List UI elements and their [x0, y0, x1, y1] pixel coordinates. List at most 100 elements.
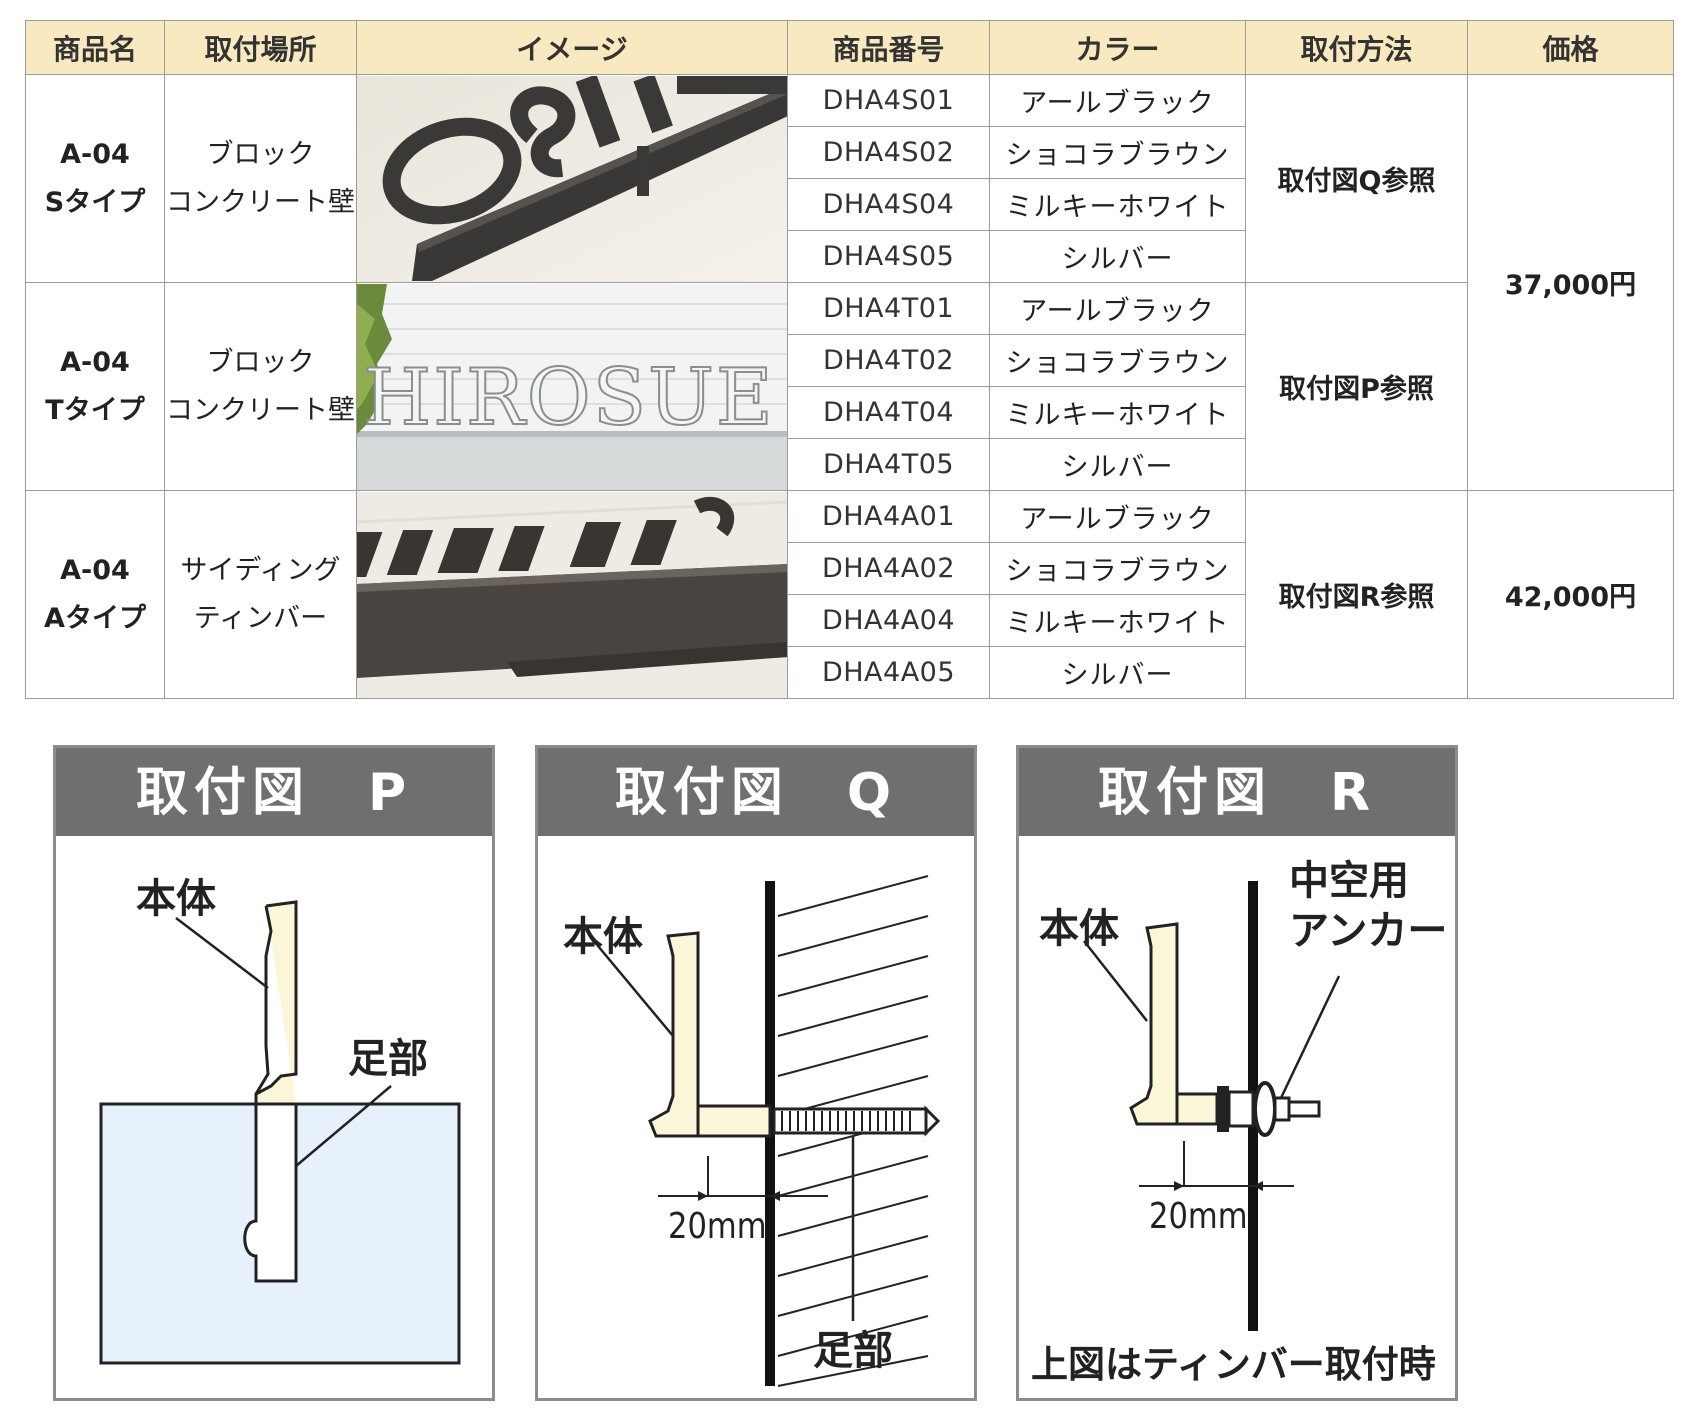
mount-location-a: サイディング ティンバー [164, 490, 357, 699]
table-row: DHA4S04 ミルキーホワイト [26, 178, 1674, 231]
product-name-line2: Aタイプ [44, 602, 146, 634]
mount-diagram-r: 取付図 R 本体 中空用 アンカー 20mm [1016, 745, 1458, 1401]
mount-location-line2: コンクリート壁 [166, 186, 355, 218]
product-name-t: A-04 Tタイプ [25, 282, 165, 491]
mount-location-s: ブロック コンクリート壁 [164, 74, 357, 283]
table-header-row: 商品名 取付場所 イメージ 商品番号 カラー 取付方法 価格 [25, 20, 1674, 75]
body-label: 本体 [1039, 906, 1119, 952]
header-price: 価格 [1467, 20, 1674, 75]
table-row: A-04 Aタイプ サイディング ティンバー [25, 490, 1674, 699]
body-label: 本体 [563, 914, 643, 960]
mounting-note: 上図はティンバー取付時 [1031, 1343, 1436, 1386]
diagram-p-drawing [99, 900, 461, 1365]
product-code: DHA4A01 [787, 490, 990, 543]
table-row: DHA4T05 シルバー [26, 438, 1674, 491]
header-product-code: 商品番号 [787, 20, 990, 75]
product-color: ミルキーホワイト [989, 178, 1246, 231]
header-mount-location: 取付場所 [164, 20, 357, 75]
mount-method-t: 取付図P参照 [1245, 282, 1468, 491]
product-color: ミルキーホワイト [989, 386, 1246, 439]
anchor-label-line1: 中空用 [1289, 858, 1409, 904]
panel-title: 取付図 R [1019, 748, 1455, 836]
body-label: 本体 [136, 876, 216, 922]
leg-part [772, 1107, 928, 1135]
product-name-a: A-04 Aタイプ [25, 490, 165, 699]
dimension-label: 20mm [1149, 1196, 1248, 1237]
mount-location-line1: ブロック [206, 347, 315, 379]
product-color: ショコラブラウン [989, 334, 1246, 387]
product-color: アールブラック [989, 490, 1246, 543]
sign-photo-s-type [357, 75, 787, 282]
mount-diagram-q: 取付図 Q [535, 745, 977, 1401]
product-code: DHA4S01 [787, 74, 990, 127]
product-code: DHA4A04 [787, 594, 990, 647]
body-part [648, 931, 700, 1138]
product-color: シルバー [989, 646, 1246, 699]
sign-photo-t-type: HIROSUE [357, 283, 787, 490]
product-color: アールブラック [989, 282, 1246, 335]
price-s-t: 37,000円 [1467, 74, 1674, 491]
header-mount-method: 取付方法 [1245, 20, 1468, 75]
mount-location-t: ブロック コンクリート壁 [164, 282, 357, 491]
panel-title: 取付図 Q [538, 748, 974, 836]
mount-method-a: 取付図R参照 [1245, 490, 1468, 699]
panel-body: 本体 足部 20mm [538, 836, 974, 1398]
product-color: シルバー [989, 230, 1246, 283]
leg-part [243, 1102, 298, 1283]
table-row: DHA4S05 シルバー [26, 230, 1674, 283]
header-color: カラー [989, 20, 1246, 75]
mount-location-line2: ティンバー [193, 602, 328, 634]
header-image: イメージ [356, 20, 788, 75]
product-name-s: A-04 Sタイプ [25, 74, 165, 283]
product-code: DHA4S04 [787, 178, 990, 231]
product-spec-table: 商品名 取付場所 イメージ 商品番号 カラー 取付方法 価格 A-04 Sタイプ… [25, 20, 1674, 699]
product-code: DHA4A05 [787, 646, 990, 699]
product-code: DHA4S05 [787, 230, 990, 283]
panel-body: 本体 足部 [56, 836, 492, 1398]
leg-label: 足部 [348, 1036, 428, 1082]
panel-body: 本体 中空用 アンカー 20mm 上図はティンバー取付時 [1019, 836, 1455, 1398]
product-code: DHA4S02 [787, 126, 990, 179]
table-row: DHA4A04 ミルキーホワイト [26, 594, 1674, 647]
product-color: ショコラブラウン [989, 542, 1246, 595]
panel-title: 取付図 P [56, 748, 492, 836]
body-part [254, 900, 298, 1110]
product-image-t: HIROSUE [356, 282, 788, 491]
mount-location-line1: サイディング [180, 555, 341, 587]
anchor-label: 中空用 アンカー [1289, 856, 1447, 956]
product-code: DHA4T02 [787, 334, 990, 387]
table-row: A-04 Sタイプ ブロック コンクリート壁 [25, 74, 1674, 491]
diagram-r-drawing [1083, 881, 1341, 1331]
table-row: DHA4T02 ショコラブラウン [26, 334, 1674, 387]
product-code: DHA4A02 [787, 542, 990, 595]
mount-location-line2: コンクリート壁 [166, 394, 355, 426]
mount-diagram-p: 取付図 P 本体 足部 [53, 745, 495, 1401]
mount-method-s: 取付図Q参照 [1245, 74, 1468, 283]
anchor-label-line2: アンカー [1289, 908, 1448, 954]
product-name-line2: Sタイプ [44, 186, 146, 218]
product-name-line1: A-04 [60, 139, 130, 171]
product-code: DHA4T01 [787, 282, 990, 335]
diagram-q-drawing [597, 875, 941, 1387]
product-color: ミルキーホワイト [989, 594, 1246, 647]
product-color: ショコラブラウン [989, 126, 1246, 179]
table-row: DHA4S02 ショコラブラウン [26, 126, 1674, 179]
product-code: DHA4T05 [787, 438, 990, 491]
hollow-anchor [1217, 1086, 1229, 1132]
product-name-line1: A-04 [60, 347, 130, 379]
product-name-line2: Tタイプ [45, 394, 145, 426]
table-row: DHA4T04 ミルキーホワイト [26, 386, 1674, 439]
sign-photo-a-type [357, 491, 787, 698]
product-image-s [356, 74, 788, 283]
table-row: A-04 Tタイプ ブロック コンクリート壁 [25, 282, 1674, 491]
table-row: DHA4A05 シルバー [26, 646, 1674, 699]
product-name-line1: A-04 [60, 555, 130, 587]
header-product-name: 商品名 [25, 20, 165, 75]
body-part [1129, 922, 1179, 1126]
price-a: 42,000円 [1467, 490, 1674, 699]
product-image-a [356, 490, 788, 699]
sign-lettering: HIROSUE [363, 353, 775, 443]
product-color: アールブラック [989, 74, 1246, 127]
mount-location-line1: ブロック [206, 139, 315, 171]
leg-label: 足部 [813, 1328, 893, 1374]
